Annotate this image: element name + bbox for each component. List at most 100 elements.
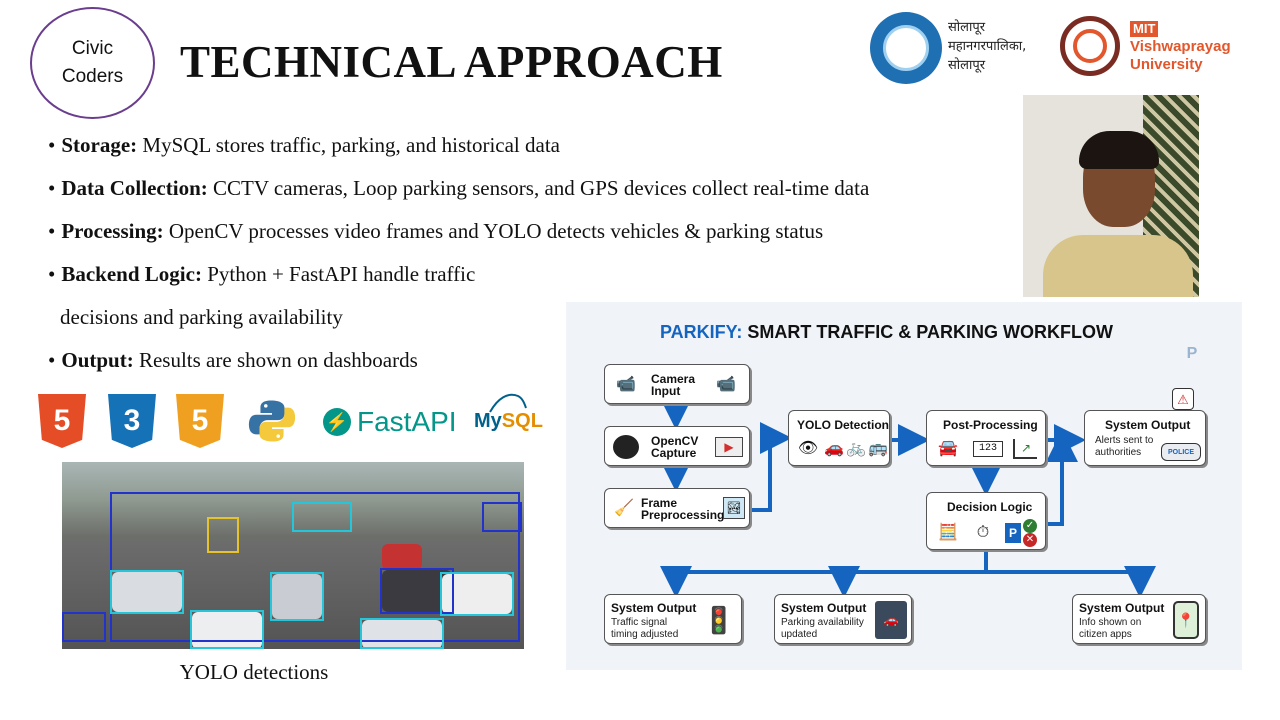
- presenter-shirt: [1043, 235, 1193, 297]
- mit-line-2: University: [1130, 56, 1203, 73]
- workflow-arrows: [660, 398, 1156, 598]
- calculator-icon: 🧮: [938, 524, 958, 541]
- bullet-label: Backend Logic:: [61, 262, 202, 286]
- mit-line-1: Vishwaprayag: [1130, 38, 1231, 55]
- diagram-title: PARKIFY: SMART TRAFFIC & PARKING WORKFLO…: [660, 322, 1113, 343]
- check-icon: ✓: [1023, 519, 1037, 533]
- detection-box: [110, 570, 184, 614]
- diagram-brand: PARKIFY:: [660, 322, 743, 342]
- node-label: System Output: [1105, 418, 1191, 432]
- car: [272, 574, 322, 619]
- counter-digits-icon: 123: [973, 441, 1003, 457]
- badge-line-1: Civic: [71, 38, 114, 59]
- node-label: System Output: [781, 601, 867, 615]
- arrow-frame-to-yolo: [752, 422, 792, 512]
- bullet-backend-logic: •Backend Logic: Python + FastAPI handle …: [48, 262, 476, 286]
- mit-university-logo-icon: [1060, 16, 1120, 76]
- detection-box: [380, 568, 454, 614]
- node-label: Decision Logic: [947, 500, 1033, 514]
- node-decision-logic: Decision Logic 🧮 ⏱ P ✓ ✕: [926, 492, 1046, 550]
- node-label: Camera: [651, 372, 696, 386]
- car: [382, 544, 422, 570]
- detection-box: [292, 502, 352, 532]
- cctv-camera-icon: 📹: [716, 376, 736, 393]
- node-output-citizen-apps: System Output Info shown on citizen apps…: [1072, 594, 1206, 644]
- arrow-decision-to-sys: [1046, 430, 1078, 526]
- node-sublabel: Alerts sent to: [1095, 435, 1154, 446]
- image-caption: YOLO detections: [179, 660, 329, 684]
- detection-box: [207, 517, 239, 553]
- partner-logos: सोलापूर महानगरपालिका, सोलापूर MIT Vishwa…: [868, 12, 1263, 87]
- tech-stack-logos: 5 3 5 ⚡ FastAPI MySQL: [38, 392, 558, 452]
- detection-box: [482, 502, 522, 532]
- solapur-municipal-text: सोलापूर महानगरपालिका, सोलापूर: [948, 18, 1026, 75]
- fastapi-logo: ⚡ FastAPI: [323, 402, 457, 442]
- parkify-workflow-diagram: PARKIFY: SMART TRAFFIC & PARKING WORKFLO…: [566, 302, 1242, 670]
- detection-box: [110, 492, 520, 642]
- mysql-logo: MySQL: [474, 393, 543, 433]
- bullet-text: MySQL stores traffic, parking, and histo…: [137, 133, 560, 157]
- bullet-label: Storage:: [61, 133, 138, 157]
- node-label: Capture: [651, 446, 697, 460]
- node-label: YOLO Detection: [797, 418, 890, 432]
- node-system-output-alerts: System Output Alerts sent to authorities…: [1084, 410, 1206, 466]
- diagram-title-text: SMART TRAFFIC & PARKING WORKFLOW: [742, 322, 1113, 342]
- javascript-icon: 5: [176, 394, 224, 448]
- node-output-parking: System Output Parking availability updat…: [774, 594, 912, 644]
- yolo-detections-image: [62, 462, 524, 649]
- bullet-storage: •Storage: MySQL stores traffic, parking,…: [48, 133, 560, 157]
- detection-box: [440, 572, 514, 616]
- bullet-backend-continued: decisions and parking availability: [48, 300, 1028, 343]
- bullet-text: decisions and parking availability: [60, 305, 343, 329]
- bullet-label: Data Collection:: [61, 176, 208, 200]
- python-icon: [248, 400, 296, 442]
- fastapi-bolt-icon: ⚡: [323, 408, 351, 436]
- alert-phone-icon: ⚠: [1172, 388, 1194, 410]
- stopwatch-icon: ⏱: [976, 524, 990, 541]
- bullet-processing: •Processing: OpenCV processes video fram…: [48, 219, 824, 243]
- node-sublabel: Traffic signal: [611, 617, 668, 628]
- node-post-processing: Post-Processing 🚘 123 ↗: [926, 410, 1046, 466]
- arrow-to-out3: [986, 566, 1156, 598]
- mysql-dolphin-icon: [489, 393, 527, 413]
- node-sublabel: timing adjusted: [611, 629, 679, 640]
- bullet-label: Processing:: [61, 219, 164, 243]
- smc-line-3: सोलापूर: [948, 58, 986, 73]
- mysql-sql: SQL: [501, 410, 543, 432]
- bullet-text: OpenCV processes video frames and YOLO d…: [163, 219, 824, 243]
- police-car-icon: POLICE: [1161, 443, 1201, 461]
- css3-icon: 3: [108, 394, 156, 448]
- solapur-municipal-seal-icon: [870, 12, 942, 84]
- node-label: Post-Processing: [943, 418, 1038, 432]
- node-label: Input: [651, 384, 681, 398]
- html5-icon: 5: [38, 394, 86, 448]
- car: [112, 572, 182, 612]
- node-sublabel: Parking availability: [781, 617, 864, 628]
- fastapi-text: FastAPI: [357, 406, 457, 437]
- bus-icon: 🚌: [868, 440, 888, 457]
- bicycle-icon: 🚲: [846, 440, 866, 457]
- smc-line-1: सोलापूर: [948, 20, 986, 35]
- presenter-webcam: [1023, 95, 1199, 297]
- node-sublabel: updated: [781, 629, 818, 640]
- phone-map-icon: 📍: [1173, 601, 1199, 639]
- broom-icon: 🧹: [614, 500, 634, 517]
- node-label: Frame: [641, 496, 678, 510]
- bullet-text: CCTV cameras, Loop parking sensors, and …: [207, 176, 870, 200]
- parking-sign-icon: P: [1005, 523, 1021, 543]
- node-sublabel: authorities: [1095, 447, 1142, 458]
- car: [362, 620, 442, 649]
- civic-coders-badge: Civic Coders: [30, 7, 155, 119]
- traffic-light-icon: 🚦: [702, 605, 736, 635]
- cctv-camera-icon: 📹: [616, 376, 636, 393]
- bullet-label: Output:: [61, 348, 134, 372]
- node-label: System Output: [1079, 601, 1165, 615]
- parking-display-icon: 🚗: [875, 601, 907, 639]
- image-icon: 🏞: [723, 497, 745, 519]
- car-icon: 🚘: [938, 440, 958, 457]
- car-icon: 🚗: [824, 440, 844, 457]
- node-frame-preprocessing: 🧹 Frame Preprocessing 🏞: [604, 488, 750, 528]
- node-label: Preprocessing: [641, 508, 725, 522]
- detection-box: [62, 612, 106, 642]
- node-yolo-detection: YOLO Detection 👁 🚗 🚲 🚌: [788, 410, 890, 466]
